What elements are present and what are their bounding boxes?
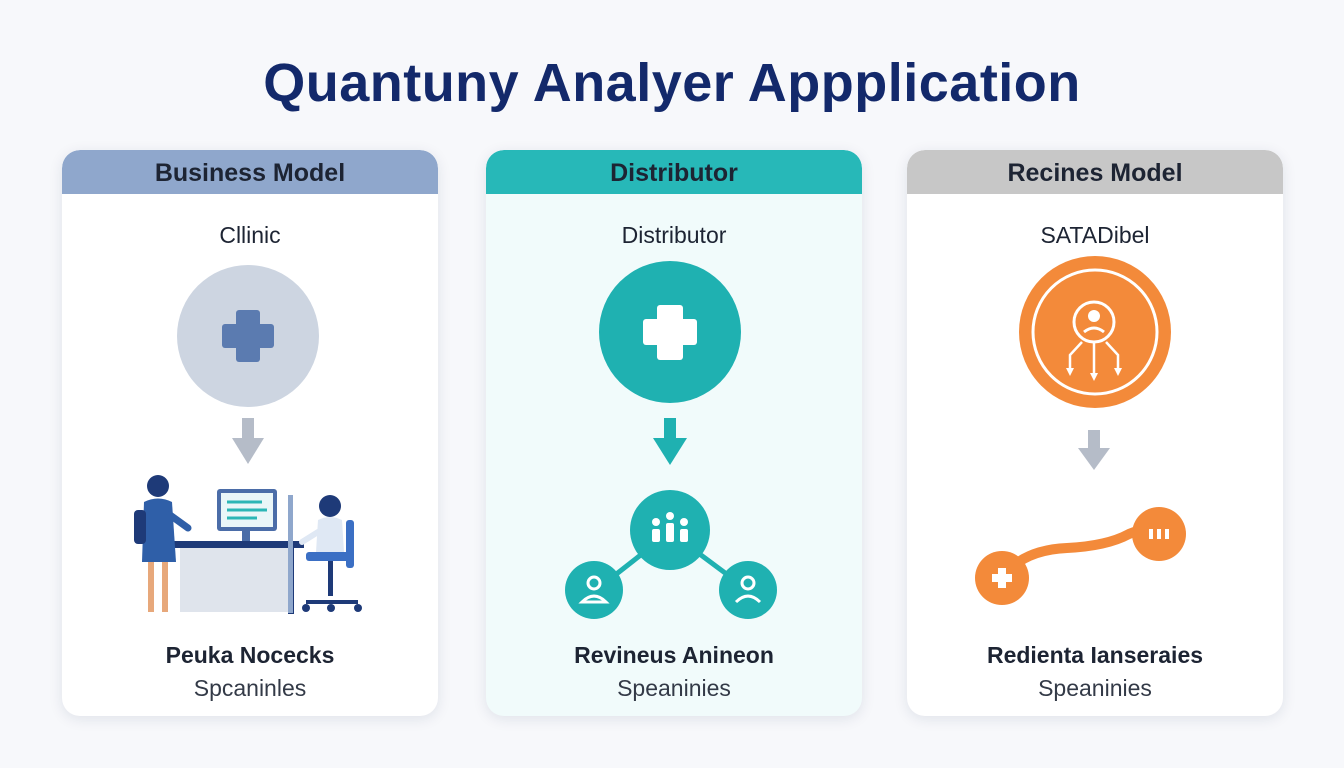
- recines-model-footer-subtitle: Speaninies: [1038, 675, 1152, 701]
- page-title: Quantuny Analyer Appplication: [263, 53, 1081, 113]
- business-model-graphic: [134, 265, 362, 614]
- down-arrow-icon: [1078, 430, 1110, 470]
- medical-cross-icon: [599, 261, 741, 403]
- recines-model-card: Recines Model SATADibel: [907, 150, 1283, 716]
- down-arrow-icon: [232, 418, 264, 464]
- clinic-workers-illustration: [134, 475, 362, 614]
- recines-model-graphic: [975, 256, 1186, 605]
- down-arrow-icon: [653, 418, 687, 465]
- business-model-footer-title: Peuka Nocecks: [165, 642, 335, 668]
- distributor-graphic: [565, 261, 777, 619]
- distributor-label: Distributor: [621, 222, 727, 248]
- distributor-header: Distributor: [486, 150, 862, 194]
- business-model-footer-subtitle: Spcaninles: [193, 675, 307, 701]
- distribution-network-icon: [565, 490, 777, 619]
- person-branching-icon: [1019, 256, 1171, 408]
- satadibel-label: SATADibel: [1040, 222, 1150, 248]
- business-model-card: Business Model Cllinic: [62, 150, 438, 716]
- clinic-label: Cllinic: [219, 222, 281, 248]
- distributor-footer-title: Revineus Anineon: [574, 642, 774, 668]
- medical-cross-icon: [177, 265, 319, 407]
- business-model-header: Business Model: [62, 150, 438, 194]
- recines-model-footer-title: Redienta Ianseraies: [986, 642, 1204, 668]
- recines-model-header: Recines Model: [907, 150, 1283, 194]
- distributor-footer-subtitle: Speaninies: [617, 675, 731, 701]
- distributor-card: Distributor Distributor: [486, 150, 862, 716]
- connection-path-icon: [975, 507, 1186, 605]
